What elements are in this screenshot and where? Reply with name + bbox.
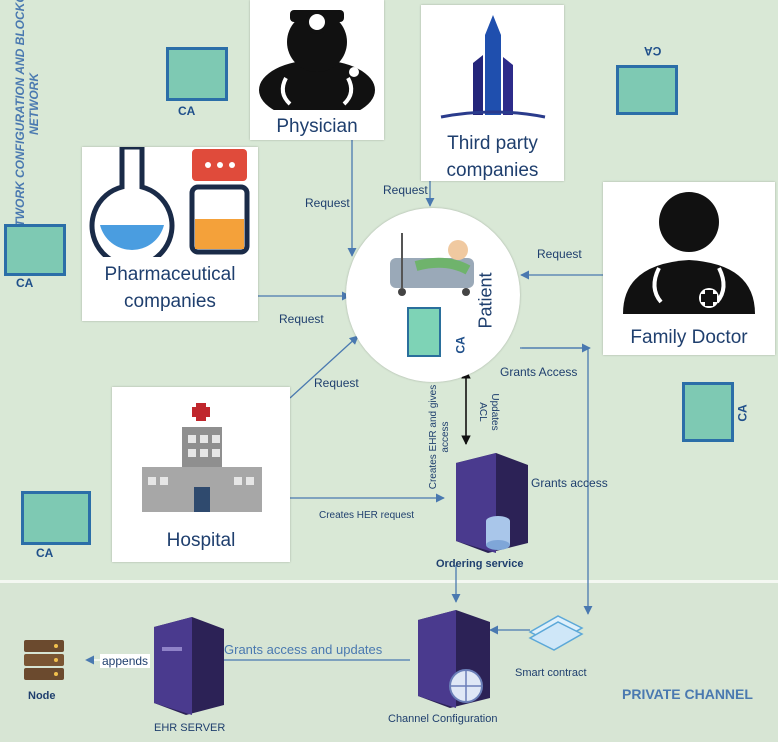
thirdparty-certificate-icon — [616, 65, 678, 115]
pharma-ca-label: CA — [16, 276, 34, 290]
ehr-server-label: EHR SERVER — [154, 722, 226, 734]
thirdparty-ca-label: CA — [644, 44, 662, 58]
node-label: Node — [28, 690, 56, 702]
edge-hospital-patient — [289, 335, 359, 399]
hospital-card: Hospital — [112, 387, 290, 562]
physician-card: Physician — [250, 0, 384, 140]
patient-circle: Patient CA — [346, 208, 520, 382]
familydoctor-ca-label: CA — [735, 404, 750, 422]
familydoctor-certificate-icon — [682, 382, 734, 442]
pharma-label: Pharmaceutical companies — [104, 264, 236, 312]
buildings-icon — [440, 15, 546, 119]
physician-ca-label: CA — [178, 104, 196, 118]
smart-contract-label: Smart contract — [515, 667, 587, 679]
third-party-card: Third party companies — [421, 5, 564, 181]
node-icon — [24, 640, 64, 680]
creates-ehr-request-label: Creates HER request — [319, 510, 415, 521]
doctor-icon — [623, 192, 755, 314]
hospital-ca-label: CA — [36, 546, 54, 560]
hospital-certificate-icon — [21, 491, 91, 545]
updates-acl-label: Updates ACL — [477, 393, 500, 431]
hospital-icon — [142, 403, 262, 512]
patient-bed-icon — [390, 233, 474, 357]
ehr-server-icon — [154, 617, 224, 715]
grants-access-lower-label: Grants access — [531, 476, 608, 490]
channel-config-icon — [418, 610, 490, 708]
physician-label: Physician — [276, 116, 358, 137]
ordering-service-icon — [456, 453, 528, 553]
grants-updates-label: Grants access and updates — [224, 642, 383, 657]
physician-request-label: Request — [305, 196, 350, 210]
family-doctor-label: Family Doctor — [630, 327, 748, 348]
patient-label: Patient — [475, 272, 496, 329]
hospital-request-label: Request — [314, 376, 359, 390]
physician-certificate-icon — [166, 47, 228, 101]
physician-icon — [259, 10, 375, 120]
private-channel-label: PRIVATE CHANNEL — [622, 686, 753, 702]
pharma-card: Pharmaceutical companies — [82, 144, 258, 321]
channel-config-label: Channel Configuration — [388, 713, 498, 725]
pharma-request-label: Request — [279, 312, 324, 326]
ordering-service-label: Ordering service — [436, 558, 524, 570]
grants-access-label: Grants Access — [500, 365, 578, 379]
pharma-certificate-icon — [4, 224, 66, 276]
thirdparty-request-label: Request — [383, 183, 428, 197]
smart-contract-icon — [528, 615, 584, 651]
familydoctor-request-label: Request — [537, 247, 582, 261]
third-party-label: Third party companies — [446, 133, 539, 181]
flask-icon — [89, 144, 250, 269]
patient-ca-label: CA — [453, 336, 468, 354]
hospital-label: Hospital — [166, 530, 236, 551]
family-doctor-card: Family Doctor — [603, 182, 775, 355]
appends-label: appends — [100, 654, 151, 668]
